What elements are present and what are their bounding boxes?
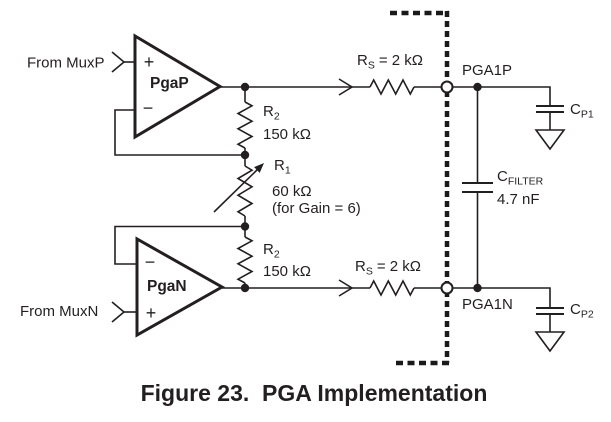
junction-dot (240, 222, 250, 231)
r2-bottom-value-label: 150 kΩ (263, 263, 311, 280)
cp1-ground-icon (534, 129, 566, 151)
pgap-feedback-wire (114, 109, 245, 156)
pgan-plus-sign: + (146, 303, 157, 323)
r1-variable-arrow (213, 168, 259, 213)
pga1n-pin (440, 281, 454, 295)
junction-dot (240, 150, 250, 160)
r1-gain-note-label: (for Gain = 6) (272, 200, 361, 217)
junction-dot (240, 82, 250, 92)
junction-dot (473, 82, 482, 92)
muxp-input-pin-icon (111, 51, 126, 73)
muxn-label: From MuxN (20, 303, 98, 320)
signal-arrow-top-icon (338, 78, 354, 96)
signal-arrow-bottom-icon (338, 279, 354, 297)
pga1p-label: PGA1P (462, 62, 512, 79)
muxp-label: From MuxP (27, 55, 105, 72)
pgap-opamp-triangle (133, 33, 223, 140)
cp2-ground-icon (534, 331, 566, 353)
muxn-input-pin-icon (111, 301, 126, 323)
pgap-minus-sign: − (143, 98, 154, 118)
pga1n-label: PGA1N (462, 296, 513, 313)
junction-dot (473, 283, 482, 293)
pgap-plus-sign: + (144, 52, 155, 72)
cfilter-capacitor (462, 182, 493, 193)
r1-resistor (236, 165, 254, 217)
r2-top-ref-label: R2 (263, 103, 280, 123)
r1-ref-label: R1 (274, 157, 291, 177)
pgan-opamp-triangle (135, 236, 226, 338)
r2-bottom-ref-label: R2 (263, 241, 280, 261)
pga1n-to-cp2-wire (452, 287, 551, 308)
pgan-minus-sign: − (145, 252, 156, 272)
pgap-name-label: PgaP (150, 75, 189, 92)
r1-arrowhead-icon (254, 163, 264, 173)
cp2-ref-label: CP2 (570, 301, 594, 321)
cfilter-value-label: 4.7 nF (497, 191, 540, 208)
rs-bottom-resistor (369, 279, 415, 297)
rs-top-resistor (369, 78, 415, 96)
cp2-capacitor (536, 307, 564, 315)
r2-bottom-resistor (236, 236, 254, 284)
r2-top-value-label: 150 kΩ (263, 126, 311, 143)
figure-caption: Figure 23. PGA Implementation (141, 380, 488, 406)
junction-dot (240, 283, 250, 293)
pga1p-pin (440, 80, 454, 94)
rs-bottom-label: RS= 2 kΩ (355, 258, 421, 278)
r1-value-label: 60 kΩ (272, 183, 312, 200)
r2-top-resistor (236, 101, 254, 149)
cp1-capacitor (536, 105, 564, 113)
pgan-name-label: PgaN (147, 278, 187, 295)
pga1p-to-cp1-wire (452, 86, 551, 106)
pgan-feedback-wire (114, 225, 245, 265)
cfilter-ref-label: CFILTER (497, 168, 544, 188)
cp1-ref-label: CP1 (570, 101, 594, 121)
rs-top-label: RS= 2 kΩ (357, 52, 423, 72)
